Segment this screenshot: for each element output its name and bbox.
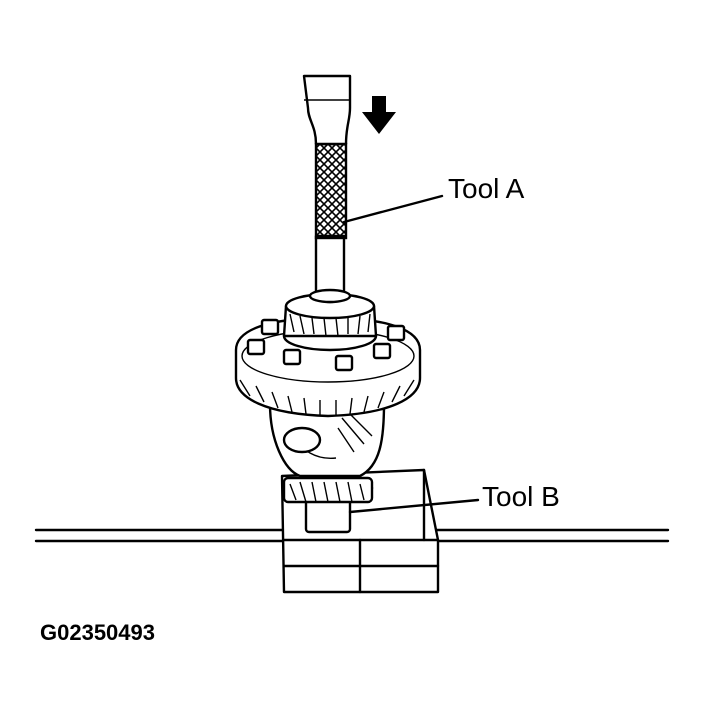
ring-gear bbox=[234, 316, 422, 418]
figure-id: G02350493 bbox=[40, 620, 155, 645]
lower-bearing bbox=[282, 474, 374, 534]
upper-bearing bbox=[282, 292, 378, 352]
tool-a-press-rod bbox=[302, 74, 352, 304]
differential-case bbox=[268, 402, 386, 478]
workbench-surface bbox=[34, 528, 670, 543]
tool-b-leader-line bbox=[348, 498, 480, 514]
tool-a-label: Tool A bbox=[448, 173, 525, 204]
tool-b-label: Tool B bbox=[482, 481, 560, 512]
ring-gear-bolts bbox=[246, 318, 406, 372]
arrow-down-icon bbox=[362, 96, 396, 134]
tool-a-leader-line bbox=[342, 194, 444, 224]
